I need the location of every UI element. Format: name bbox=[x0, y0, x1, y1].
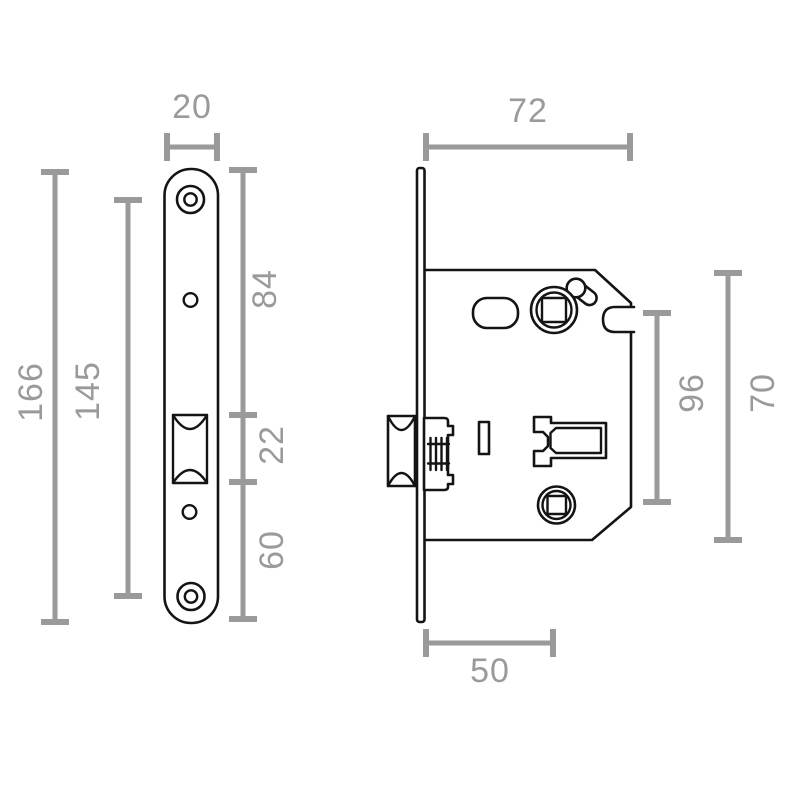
guide-slot bbox=[477, 420, 491, 456]
dimension-plate-width: 20 bbox=[164, 88, 220, 161]
slider-bracket bbox=[532, 415, 608, 468]
screw-hole-bottom-outer bbox=[176, 581, 206, 612]
spindle-hole-bottom bbox=[546, 494, 568, 516]
latch-bolt-head bbox=[386, 414, 417, 488]
dim-label-screw-hole-spacing: 145 bbox=[69, 361, 107, 421]
pin-hole-bottom bbox=[181, 504, 198, 521]
dim-label-plate-width: 20 bbox=[172, 88, 212, 126]
dimension-body-width: 72 bbox=[423, 92, 633, 161]
faceplate-outline bbox=[163, 167, 220, 625]
dim-label-bottom-section: 60 bbox=[253, 530, 291, 570]
spindle-hole-top bbox=[540, 296, 568, 324]
stop-pin-circle bbox=[565, 277, 587, 299]
follower-hub-bottom bbox=[536, 485, 577, 525]
faceplate-edge-view bbox=[415, 166, 426, 624]
dim-label-latch-section: 22 bbox=[253, 425, 291, 465]
dim-label-plate-height: 166 bbox=[12, 362, 50, 422]
screw-hole-top-outer bbox=[175, 184, 206, 215]
dim-label-backset: 50 bbox=[470, 652, 510, 690]
dimension-plate-sections: 84 22 60 bbox=[229, 167, 291, 622]
oval-slot bbox=[471, 296, 520, 330]
lock-body-side-view bbox=[386, 166, 636, 624]
dimension-body-height: 70 bbox=[714, 270, 782, 543]
latch-spring bbox=[426, 436, 451, 472]
dimension-screw-hole-spacing: 145 bbox=[69, 197, 142, 599]
screw-hole-bottom-inner bbox=[183, 589, 199, 604]
dimension-plate-height: 166 bbox=[12, 169, 69, 625]
dim-label-top-section: 84 bbox=[246, 269, 284, 309]
latch-cutout bbox=[171, 413, 209, 485]
dimension-hub-spacing: 96 bbox=[643, 310, 711, 505]
screw-hole-top-inner bbox=[183, 192, 198, 207]
dimension-backset: 50 bbox=[423, 629, 556, 690]
stop-pin bbox=[565, 277, 598, 307]
pin-hole-top bbox=[182, 292, 199, 309]
edge-notch bbox=[601, 305, 636, 334]
lock-case bbox=[422, 268, 633, 542]
dim-label-hub-spacing: 96 bbox=[673, 373, 711, 413]
faceplate-front-view bbox=[163, 167, 220, 625]
dim-label-body-width: 72 bbox=[508, 92, 548, 130]
latch-bolt-body bbox=[422, 416, 455, 492]
follower-hub-top bbox=[529, 285, 579, 335]
dim-label-body-height: 70 bbox=[744, 373, 782, 413]
